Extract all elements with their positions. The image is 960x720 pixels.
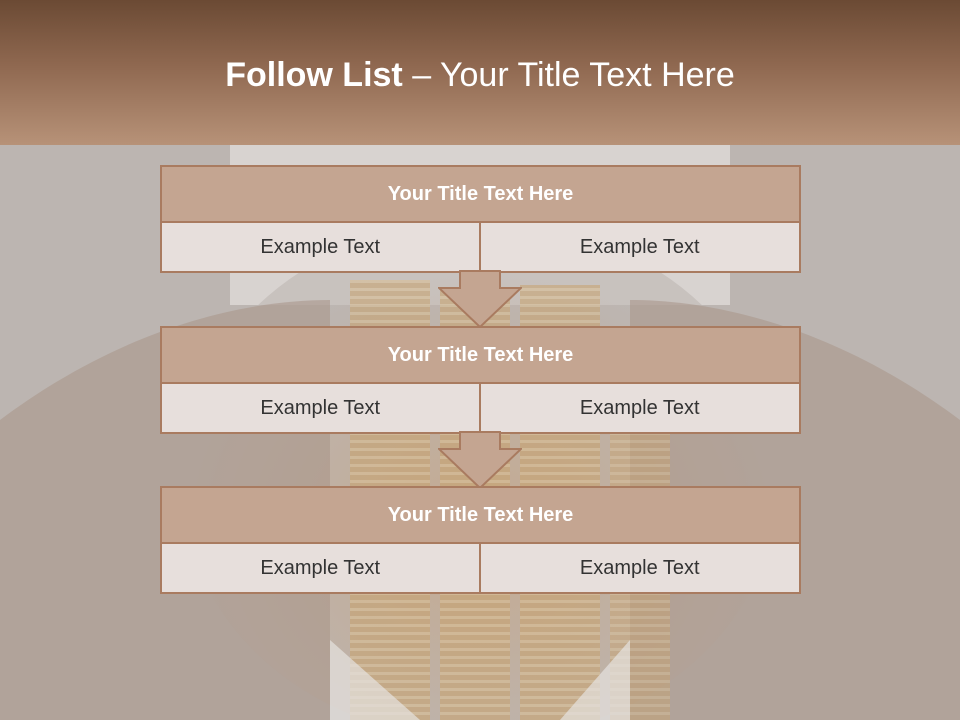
block-cell-right: Example Text [480, 384, 801, 434]
down-arrow-icon [438, 270, 522, 328]
block-cell-left: Example Text [160, 544, 481, 594]
block-row: Example Text Example Text [160, 384, 801, 434]
block-row: Example Text Example Text [160, 544, 801, 594]
list-block-2: Your Title Text Here Example Text Exampl… [160, 326, 801, 434]
block-cell-right: Example Text [480, 223, 801, 273]
title-bar [0, 0, 960, 145]
list-block-3: Your Title Text Here Example Text Exampl… [160, 486, 801, 594]
block-cell-left: Example Text [160, 384, 481, 434]
block-title: Your Title Text Here [160, 486, 801, 544]
block-cell-right: Example Text [480, 544, 801, 594]
slide-title-rest: – Your Title Text Here [412, 56, 735, 94]
block-cell-left: Example Text [160, 223, 481, 273]
down-arrow-icon [438, 431, 522, 489]
slide-title-bold: Follow List [225, 56, 413, 94]
list-block-1: Your Title Text Here Example Text Exampl… [160, 165, 801, 273]
block-title: Your Title Text Here [160, 165, 801, 223]
slide-title: Follow List – Your Title Text Here [0, 54, 960, 96]
block-title: Your Title Text Here [160, 326, 801, 384]
block-row: Example Text Example Text [160, 223, 801, 273]
